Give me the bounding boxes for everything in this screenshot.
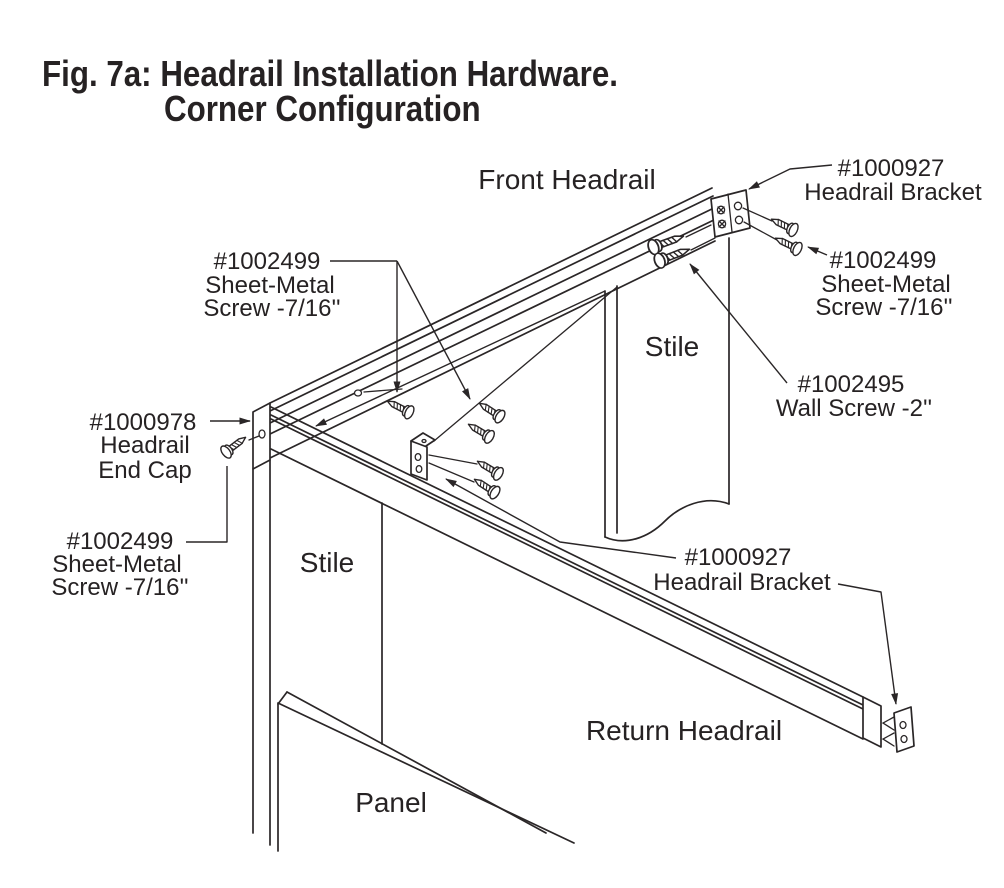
assembly-guide-lines xyxy=(315,207,778,483)
end-cap-part-number: #1000978 xyxy=(90,409,197,436)
return-headrail-end-face xyxy=(862,696,882,748)
rail-screw-hole xyxy=(353,389,363,397)
sheet-metal-screw xyxy=(464,417,497,446)
headrail-bracket-middle xyxy=(410,432,436,481)
end-cap-hole xyxy=(258,429,266,439)
return-headrail-label: Return Headrail xyxy=(586,715,782,746)
figure-title-line2: Corner Configuration xyxy=(164,89,481,130)
front-headrail-label: Front Headrail xyxy=(478,164,655,195)
end-cap-name2: End Cap xyxy=(98,457,191,484)
sheet-metal-screw-bottom-left-part-number: #1002499 xyxy=(67,528,174,555)
sheet-metal-screw-top-left-part-number: #1002499 xyxy=(214,248,321,275)
sheet-metal-screw-top-left-name1: Sheet-Metal xyxy=(205,272,334,299)
sheet-metal-screw xyxy=(767,212,801,239)
stile-left-label: Stile xyxy=(300,547,354,578)
sheet-metal-screw xyxy=(383,394,417,422)
sheet-metal-screw-right-name1: Sheet-Metal xyxy=(821,271,950,298)
end-cap-name1: Headrail xyxy=(100,432,189,459)
sheet-metal-screw xyxy=(771,231,805,258)
wall-screw-part-name: Wall Screw -2'' xyxy=(776,395,932,422)
sheet-metal-screw-right-name2: Screw -7/16'' xyxy=(815,294,952,321)
panel-drawing xyxy=(277,691,575,852)
stile-right-drawing xyxy=(604,237,730,542)
label-leader-lines xyxy=(186,164,899,705)
sheet-metal-screw-top-left-name2: Screw -7/16'' xyxy=(203,295,340,322)
sheet-metal-screw xyxy=(473,454,506,483)
bracket-top-right-part-name: Headrail Bracket xyxy=(804,179,982,206)
bracket-top-right-part-number: #1000927 xyxy=(838,155,945,182)
figure-title-line1: Fig. 7a: Headrail Installation Hardware. xyxy=(42,54,618,95)
stile-right-label: Stile xyxy=(645,331,699,362)
diagram-labels: Front Headrail #1000927 Headrail Bracket… xyxy=(51,155,982,818)
bracket-middle-part-number: #1000927 xyxy=(685,544,792,571)
front-headrail-drawing xyxy=(269,187,719,459)
headrail-bracket-top-right xyxy=(710,189,751,238)
headrail-end-cap-drawing xyxy=(248,402,271,846)
figure-title: Fig. 7a: Headrail Installation Hardware.… xyxy=(42,54,618,130)
end-cap-screw xyxy=(218,431,251,461)
wall-screw-part-number: #1002495 xyxy=(798,371,905,398)
return-headrail-drawing xyxy=(270,406,895,748)
sheet-metal-screw-bottom-left-name2: Screw -7/16'' xyxy=(51,574,188,601)
return-end-headrail-bracket xyxy=(893,706,915,753)
sheet-metal-screw-right-part-number: #1002499 xyxy=(830,247,937,274)
sheet-metal-screw-bottom-left-name1: Sheet-Metal xyxy=(52,551,181,578)
bracket-middle-part-name: Headrail Bracket xyxy=(653,569,831,596)
panel-label: Panel xyxy=(355,787,427,818)
